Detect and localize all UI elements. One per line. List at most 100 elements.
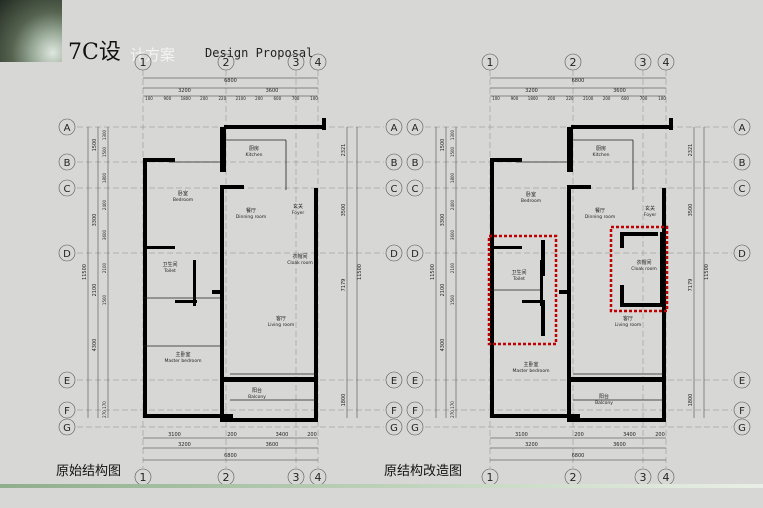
room-label-en: Foyer xyxy=(644,212,657,218)
wall xyxy=(143,158,147,418)
room-label-cn: 卧室 xyxy=(178,190,188,197)
dimension-text: 4300 xyxy=(92,339,98,352)
axis-bubble xyxy=(309,53,327,71)
wall xyxy=(559,290,567,294)
axis-bubble xyxy=(634,53,652,71)
dimension-text: 1800 xyxy=(450,172,455,183)
axis-label: 2 xyxy=(223,471,230,484)
dimension-text: 3300 xyxy=(440,214,446,227)
axis-bubble xyxy=(733,244,751,262)
axis-label: 3 xyxy=(640,56,647,69)
dimension-text: 3200 xyxy=(178,442,191,448)
wall xyxy=(220,185,244,189)
dimension-text: 200 xyxy=(574,432,584,438)
wall xyxy=(567,127,573,172)
dimension-text: 170 xyxy=(102,401,107,409)
wall xyxy=(567,418,666,422)
dimension-text: 2321 xyxy=(688,144,694,157)
room-label-en: Dinning room xyxy=(585,214,615,220)
slide-title: 7C设 xyxy=(68,34,121,66)
wall xyxy=(175,300,197,303)
wall xyxy=(541,240,545,276)
axis-bubble xyxy=(406,179,424,197)
dimension-text: 1800 xyxy=(688,394,694,407)
wall xyxy=(567,185,571,421)
axis-label: 2 xyxy=(570,471,577,484)
axis-label: D xyxy=(63,249,71,260)
dimension-text: 2100 xyxy=(450,262,455,273)
room-label-en: Bedroom xyxy=(521,198,541,204)
dimension-text: 2100 xyxy=(92,284,98,297)
dimension-text: 1800 xyxy=(341,394,347,407)
axis-label: C xyxy=(412,184,419,195)
renovation-highlight xyxy=(609,225,669,313)
wall xyxy=(220,185,224,421)
corner-decoration xyxy=(0,0,62,62)
dimension-text: 3300 xyxy=(92,214,98,227)
room-label-cn: 衣帽间 xyxy=(292,253,307,260)
wall xyxy=(620,285,624,303)
wall xyxy=(540,260,543,306)
room-label-en: Master bedroom xyxy=(165,358,202,364)
axis-label: F xyxy=(391,406,397,417)
axis-label: F xyxy=(739,406,745,417)
wall xyxy=(660,232,664,307)
axis-bubble xyxy=(134,53,152,71)
dimension-text: 3200 xyxy=(178,88,191,94)
wall xyxy=(620,232,658,236)
room-label-en: Cloak room xyxy=(631,266,657,272)
dimension-text: 3200 xyxy=(525,88,538,94)
wall xyxy=(494,246,522,249)
axis-label: 4 xyxy=(663,56,670,69)
room-label-cn: 卧室 xyxy=(526,191,536,198)
room-label-en: Balcony xyxy=(248,394,266,400)
dimension-text: 2400 xyxy=(450,199,455,210)
dimension-text: 2321 xyxy=(341,144,347,157)
dimension-text: 170 xyxy=(450,401,455,409)
room-label-cn: 玄关 xyxy=(645,205,655,212)
dimension-text: 1500 xyxy=(102,146,107,157)
wall xyxy=(490,414,580,418)
axis-bubble xyxy=(217,53,235,71)
room-label-cn: 餐厅 xyxy=(595,207,605,214)
dimension-text: 1500 xyxy=(102,294,107,305)
room-label-cn: 客厅 xyxy=(276,315,286,322)
axis-bubble xyxy=(733,153,751,171)
dimension-text: 2100 xyxy=(236,96,247,101)
wall xyxy=(224,125,324,129)
wall xyxy=(314,188,318,422)
footer-bar xyxy=(0,484,763,488)
title-prefix: 7C设 xyxy=(68,40,121,65)
axis-bubble xyxy=(406,153,424,171)
wall xyxy=(620,303,664,307)
dimension-text: 270 xyxy=(450,410,455,418)
wall xyxy=(522,300,544,303)
axis-label: B xyxy=(64,158,71,169)
dimension-text: 2100 xyxy=(583,96,594,101)
dimension-text: 3600 xyxy=(613,442,626,448)
room-label-cn: 衣帽间 xyxy=(636,259,651,266)
dimension-text: 11500 xyxy=(430,264,436,280)
dimension-text: 1500 xyxy=(450,294,455,305)
axis-label: A xyxy=(412,123,419,134)
dimension-text: 100 xyxy=(310,96,318,101)
dimension-text: 200 xyxy=(255,96,263,101)
axis-bubble xyxy=(406,244,424,262)
title-suffix: 计方案 xyxy=(130,46,176,64)
axis-label: G xyxy=(63,423,71,434)
wall xyxy=(567,377,666,382)
dimension-text: 3500 xyxy=(341,204,347,217)
axis-label: B xyxy=(412,158,419,169)
axis-label: E xyxy=(412,376,418,387)
wall xyxy=(669,118,673,130)
wall xyxy=(490,158,494,418)
room-label-cn: 卫生间 xyxy=(511,269,526,276)
wall xyxy=(212,290,220,294)
dimension-text: 220 xyxy=(566,96,574,101)
room-label-cn: 阳台 xyxy=(252,387,262,394)
axis-bubble xyxy=(385,153,403,171)
axis-bubble xyxy=(58,401,76,419)
room-label-en: Balcony xyxy=(595,400,613,406)
axis-label: C xyxy=(739,184,746,195)
